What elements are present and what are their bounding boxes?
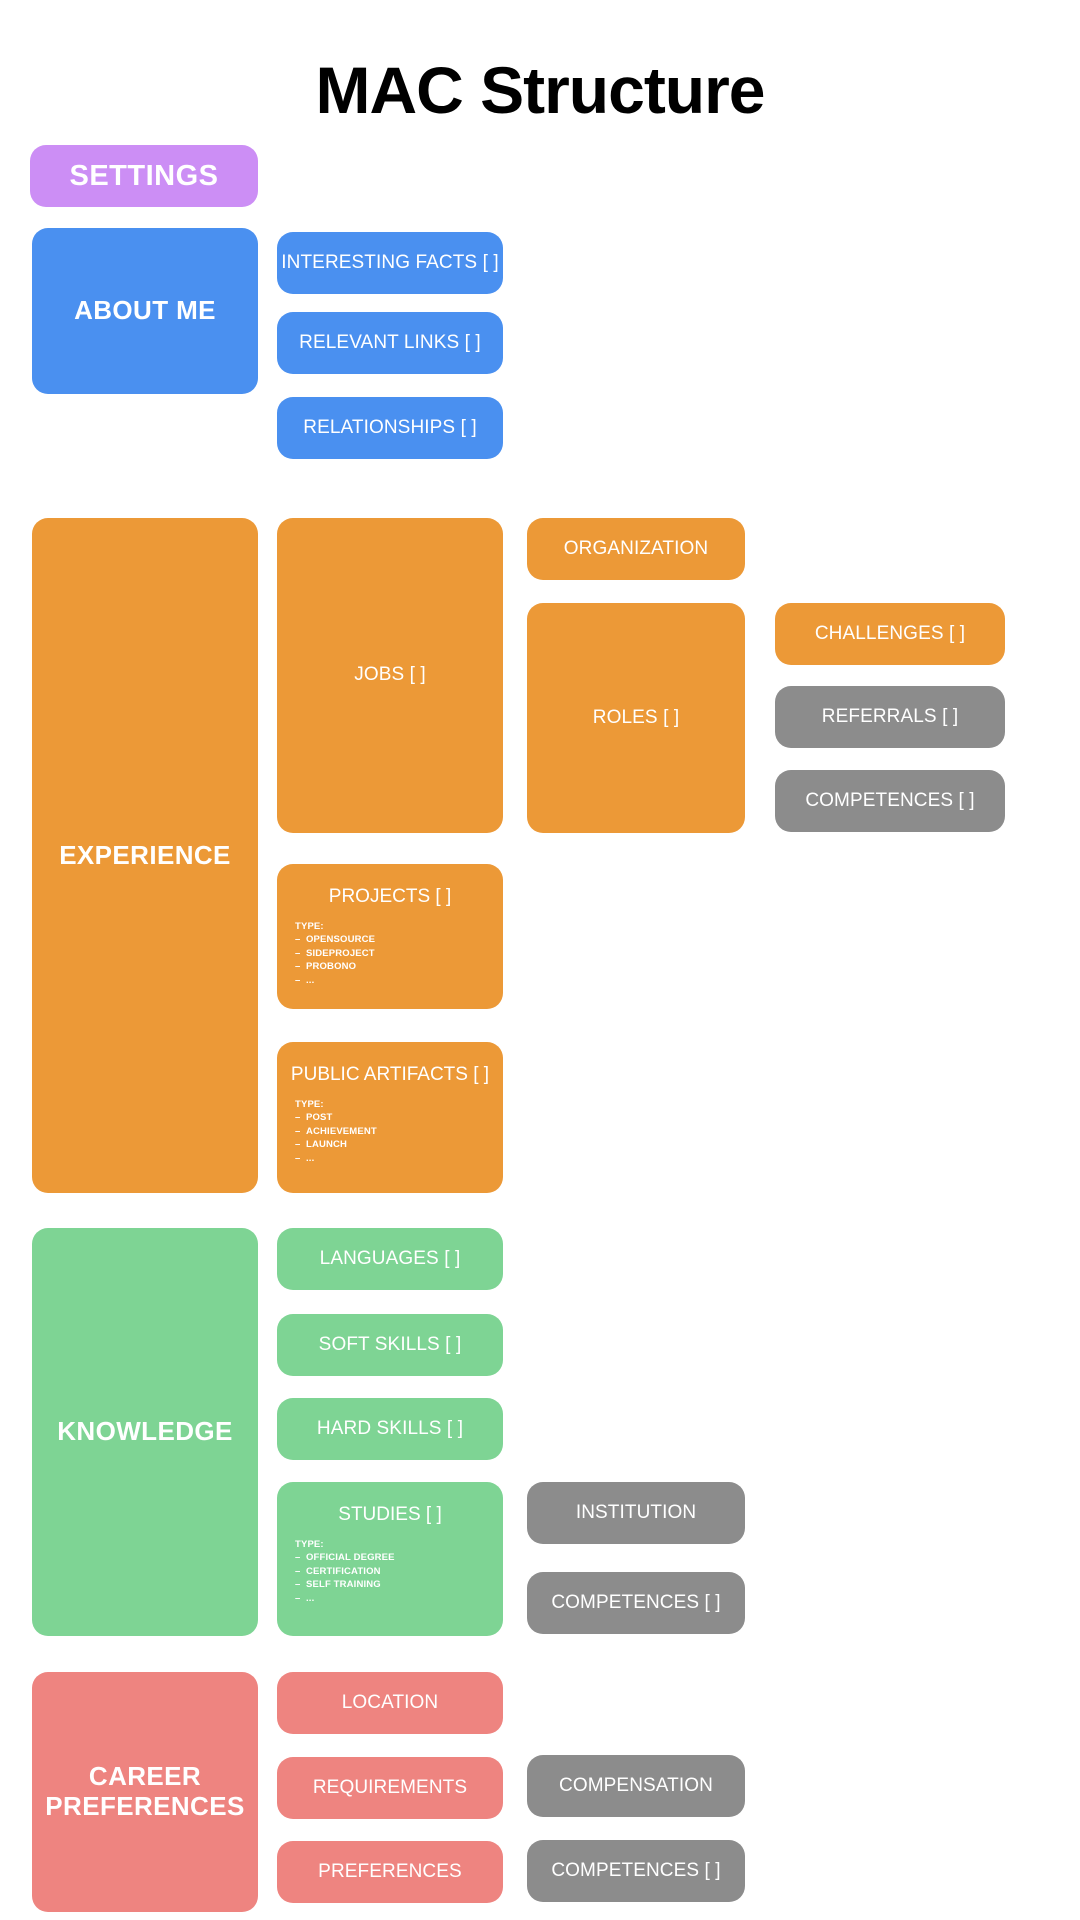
studies-type-item: OFFICIAL DEGREE [295,1551,395,1564]
node-relationships[interactable]: RELATIONSHIPS [ ] [277,397,503,459]
node-experience[interactable]: EXPERIENCE [32,518,258,1193]
node-hard-skills-label: HARD SKILLS [ ] [316,1417,464,1439]
node-about-me-label: ABOUT ME [74,295,216,326]
projects-type-item: SIDEPROJECT [295,947,375,960]
studies-type-item: SELF TRAINING [295,1578,395,1591]
node-knowledge-competences[interactable]: COMPETENCES [ ] [527,1572,745,1634]
node-organization[interactable]: ORGANIZATION [527,518,745,580]
node-soft-skills[interactable]: SOFT SKILLS [ ] [277,1314,503,1376]
studies-type-list: TYPE: OFFICIAL DEGREE CERTIFICATION SELF… [295,1538,395,1605]
node-requirements[interactable]: REQUIREMENTS [277,1757,503,1819]
node-roles[interactable]: ROLES [ ] [527,603,745,833]
node-relationships-label: RELATIONSHIPS [ ] [303,416,477,438]
node-languages[interactable]: LANGUAGES [ ] [277,1228,503,1290]
node-career-preferences-label: CAREER PREFERENCES [45,1761,245,1821]
node-referrals[interactable]: REFERRALS [ ] [775,686,1005,748]
projects-type-list: TYPE: OPENSOURCE SIDEPROJECT PROBONO ... [295,920,375,987]
node-public-artifacts[interactable]: PUBLIC ARTIFACTS [ ] TYPE: POST ACHIEVEM… [277,1042,503,1193]
node-organization-label: ORGANIZATION [563,537,709,559]
node-relevant-links[interactable]: RELEVANT LINKS [ ] [277,312,503,374]
node-relevant-links-label: RELEVANT LINKS [ ] [299,331,481,353]
public-artifacts-type-item: LAUNCH [295,1138,377,1151]
node-interesting-facts[interactable]: INTERESTING FACTS [ ] [277,232,503,294]
node-compensation[interactable]: COMPENSATION [527,1755,745,1817]
node-settings-label: SETTINGS [69,159,219,192]
node-studies-label: STUDIES [ ] [338,1504,442,1525]
node-preferences[interactable]: PREFERENCES [277,1841,503,1903]
node-career-competences[interactable]: COMPETENCES [ ] [527,1840,745,1902]
node-referrals-label: REFERRALS [ ] [821,705,959,727]
node-settings[interactable]: SETTINGS [30,145,258,207]
page-title: MAC Structure [315,53,765,128]
studies-type-item: ... [295,1592,395,1605]
public-artifacts-type-item: ACHIEVEMENT [295,1125,377,1138]
node-institution[interactable]: INSTITUTION [527,1482,745,1544]
node-experience-label: EXPERIENCE [59,839,231,870]
node-location-label: LOCATION [341,1691,439,1713]
node-challenges[interactable]: CHALLENGES [ ] [775,603,1005,665]
node-experience-competences-label: COMPETENCES [ ] [805,789,975,811]
projects-type-item: ... [295,974,375,987]
node-institution-label: INSTITUTION [575,1501,697,1523]
node-requirements-label: REQUIREMENTS [312,1776,468,1798]
projects-type-item: OPENSOURCE [295,933,375,946]
node-languages-label: LANGUAGES [ ] [319,1247,461,1269]
node-interesting-facts-label: INTERESTING FACTS [ ] [281,251,499,273]
node-knowledge[interactable]: KNOWLEDGE [32,1228,258,1636]
projects-type-item: PROBONO [295,960,375,973]
node-soft-skills-label: SOFT SKILLS [ ] [318,1333,462,1355]
projects-type-label: TYPE: [295,921,324,932]
node-hard-skills[interactable]: HARD SKILLS [ ] [277,1398,503,1460]
node-studies[interactable]: STUDIES [ ] TYPE: OFFICIAL DEGREE CERTIF… [277,1482,503,1636]
node-jobs[interactable]: JOBS [ ] [277,518,503,833]
node-challenges-label: CHALLENGES [ ] [814,622,966,644]
node-knowledge-competences-label: COMPETENCES [ ] [551,1591,721,1613]
public-artifacts-type-list: TYPE: POST ACHIEVEMENT LAUNCH ... [295,1098,377,1165]
node-compensation-label: COMPENSATION [559,1774,713,1796]
node-public-artifacts-label: PUBLIC ARTIFACTS [ ] [290,1064,490,1085]
node-career-competences-label: COMPETENCES [ ] [551,1859,721,1881]
public-artifacts-type-item: POST [295,1111,377,1124]
node-preferences-label: PREFERENCES [318,1860,462,1882]
studies-type-item: CERTIFICATION [295,1565,395,1578]
public-artifacts-type-label: TYPE: [295,1099,324,1110]
public-artifacts-type-item: ... [295,1152,377,1165]
studies-type-label: TYPE: [295,1539,324,1550]
node-experience-competences[interactable]: COMPETENCES [ ] [775,770,1005,832]
node-roles-label: ROLES [ ] [592,706,680,728]
node-about-me[interactable]: ABOUT ME [32,228,258,394]
node-projects[interactable]: PROJECTS [ ] TYPE: OPENSOURCE SIDEPROJEC… [277,864,503,1009]
node-jobs-label: JOBS [ ] [354,664,426,686]
node-knowledge-label: KNOWLEDGE [57,1416,233,1447]
node-location[interactable]: LOCATION [277,1672,503,1734]
node-career-preferences[interactable]: CAREER PREFERENCES [32,1672,258,1912]
node-projects-label: PROJECTS [ ] [328,886,452,907]
